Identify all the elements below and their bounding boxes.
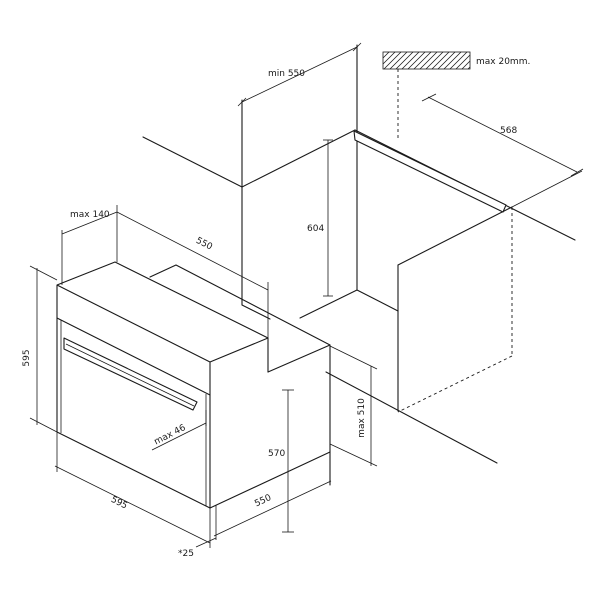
label-min-550: min 550: [268, 69, 305, 79]
hatch-line: [389, 51, 408, 70]
hatch-line: [443, 51, 462, 70]
oven-top-face: [56, 261, 269, 363]
oven-body-bottom-edge: [209, 451, 331, 509]
label-25: *25: [178, 549, 194, 559]
oven-rear-shelf-edge: [149, 264, 331, 346]
label-max-510: max 510: [357, 398, 367, 438]
oven-door-handle: [63, 337, 198, 411]
hatch-line: [431, 51, 450, 70]
hatch-line: [419, 51, 438, 70]
oven-control-panel-edge: [56, 317, 211, 396]
label-max-20mm: max 20mm.: [476, 57, 530, 67]
hatch-line: [401, 51, 420, 70]
hatch-line: [383, 51, 402, 70]
dim-line-550-top: [116, 211, 269, 291]
hatch-line: [455, 54, 471, 70]
hatched-box-outline: [382, 51, 471, 70]
niche-top-depth-edge: [241, 129, 356, 188]
hatch-line: [449, 51, 468, 70]
dim-extension-595-height-bottom: [29, 417, 58, 433]
hatch-line: [425, 51, 444, 70]
niche-floor-front-edge: [241, 304, 271, 320]
label-550-top: 550: [194, 236, 214, 253]
hatch-line: [382, 51, 396, 65]
dimension-max-140: max 140: [61, 205, 118, 285]
dim-extension-max-510-bottom: [329, 443, 378, 467]
oven-door-handle-shadow: [65, 343, 195, 407]
label-568: 568: [500, 126, 517, 136]
hatch-line: [395, 51, 414, 70]
hatch-line: [437, 51, 456, 70]
dimension-max-510: max 510: [329, 345, 378, 467]
hatch-line: [413, 51, 432, 70]
oven: [56, 261, 331, 509]
cabinet-niche: [142, 44, 576, 464]
oven-rear-box-edge: [267, 344, 331, 373]
dim-line-550-depth: [213, 480, 332, 537]
dim-extension-595-height-top: [29, 265, 58, 281]
niche-top-left-edge: [142, 136, 243, 188]
dimension-595-height: 595: [22, 265, 58, 433]
label-595-width: 595: [109, 495, 129, 512]
niche-floor-back-edge: [356, 289, 399, 312]
label-max-140: max 140: [70, 210, 110, 220]
niche-right-wall-bottom-hidden: [397, 355, 513, 413]
niche-right-wall-top: [397, 206, 513, 266]
dimension-604: 604: [307, 139, 333, 297]
dim-line-max-46: [151, 422, 207, 451]
dim-tick: [421, 93, 437, 102]
niche-floor-left-edge: [299, 289, 358, 319]
dim-tick: [237, 97, 247, 107]
dim-tick: [352, 42, 362, 52]
dim-line-min-550: [241, 46, 358, 103]
dim-line-568: [427, 96, 578, 173]
dim-line-25: [195, 537, 217, 548]
label-570: 570: [268, 449, 285, 459]
dimension-568: 568: [421, 93, 584, 208]
dimension-min-550: min 550: [237, 42, 362, 107]
dimension-550-depth: 550: [213, 480, 332, 540]
hatch-line: [461, 60, 471, 70]
label-595-height: 595: [22, 349, 32, 366]
dim-tick: [570, 168, 584, 177]
label-550-depth: 550: [253, 493, 273, 509]
dim-line-max-140: [61, 211, 118, 235]
hatch-line: [382, 51, 390, 59]
dim-extension-max-510-top: [329, 345, 378, 370]
dimension-25: *25: [178, 537, 217, 559]
top-rail: [353, 130, 507, 213]
niche-floor-line: [325, 371, 498, 464]
dimension-570: 570: [268, 389, 294, 533]
hatch-line: [407, 51, 426, 70]
max-20mm-hatched-box: [382, 51, 471, 70]
dim-line-595-width: [54, 465, 211, 544]
label-604: 604: [307, 224, 324, 234]
hatch-line: [467, 66, 471, 70]
dim-extension-568-right: [511, 170, 583, 208]
